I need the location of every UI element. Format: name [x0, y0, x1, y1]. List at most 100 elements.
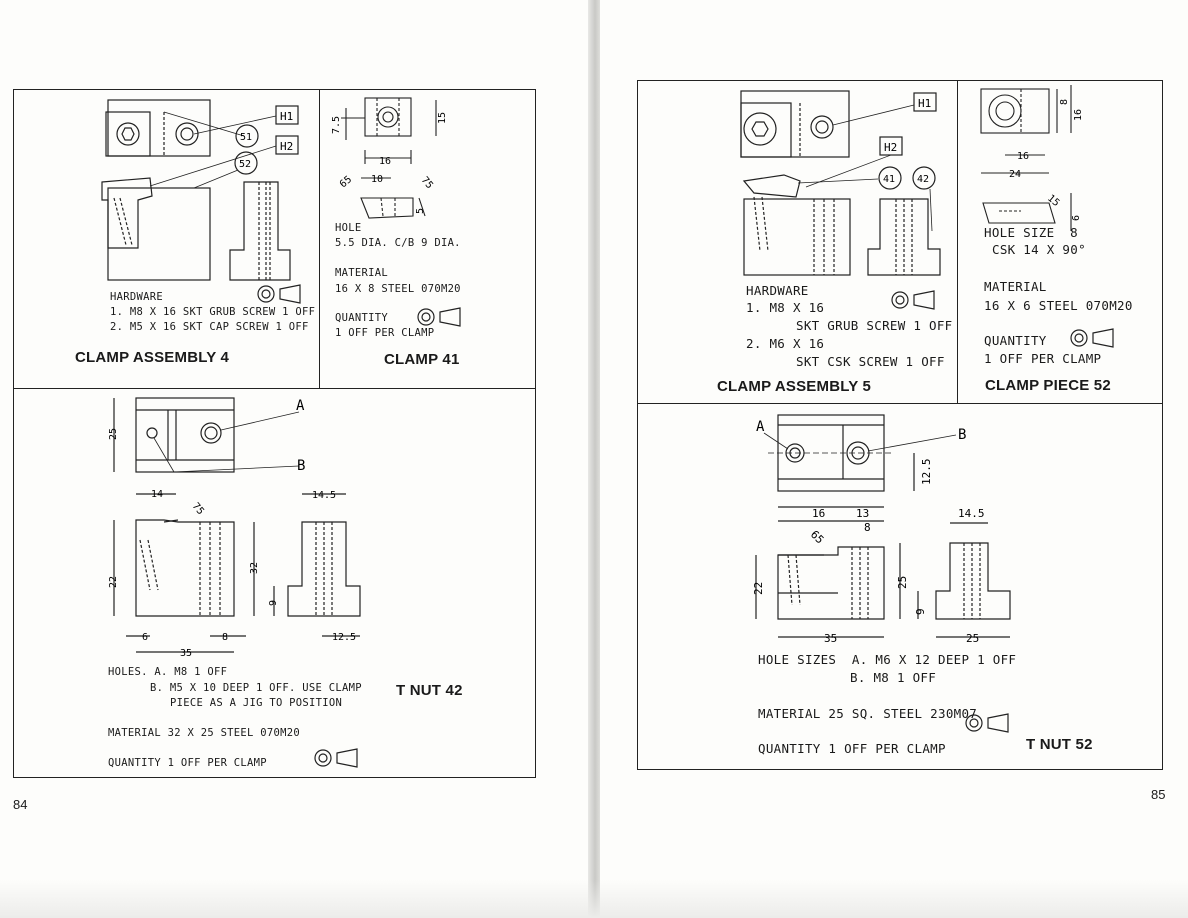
dim-35: 35	[180, 648, 192, 659]
clamp-assembly-5-hardware-heading: HARDWARE	[746, 283, 809, 298]
clamp-41-drawing: 7.5 15 16 10 65 75 5	[331, 97, 448, 219]
t-nut-52-quantity: QUANTITY 1 OFF PER CLAMP	[758, 741, 946, 756]
clamp-assembly-4-hardware-item: 1. M8 X 16 SKT GRUB SCREW 1 OFF	[110, 306, 316, 318]
t-nut-52-panel: A B 12.5 16 13 8 14.5 65 22 25 9 35 25 H…	[638, 405, 1162, 769]
dim-16: 16	[812, 507, 825, 520]
right-divider-horizontal	[637, 403, 1163, 404]
t-nut-52-hole-sizes-b: B. M8 1 OFF	[850, 670, 937, 685]
dim-16-v: 16	[1073, 109, 1084, 121]
projection-symbol-icon	[417, 307, 461, 327]
callout-h1: H1	[918, 97, 931, 110]
callout-h1: H1	[280, 110, 293, 123]
clamp-assembly-5-hardware-line: 1. M8 X 16	[746, 300, 825, 315]
clamp-41-quantity: 1 OFF PER CLAMP	[335, 327, 435, 339]
book-gutter	[588, 0, 602, 918]
clamp-assembly-4-title: CLAMP ASSEMBLY 4	[75, 349, 230, 366]
dim-25-v: 25	[896, 576, 909, 589]
dim-14-5: 14.5	[958, 507, 985, 520]
clamp-assembly-5-title: CLAMP ASSEMBLY 5	[717, 378, 872, 395]
left-divider-horizontal	[13, 388, 536, 389]
clamp-piece-52-csk: CSK 14 X 90°	[992, 242, 1086, 257]
clamp-assembly-5-hardware-line: 2. M6 X 16	[746, 336, 825, 351]
dim-32: 32	[249, 562, 260, 574]
projection-symbol-icon	[891, 290, 935, 310]
dim-13: 13	[856, 507, 869, 520]
clamp-assembly-5-drawing: H1 H2 41 42	[740, 90, 941, 276]
projection-symbol-icon	[965, 713, 1009, 733]
clamp-assembly-4-drawing: H1 H2 51 52	[101, 99, 299, 281]
clamp-41-hole-label: HOLE	[335, 222, 362, 234]
clamp-piece-52-quantity: 1 OFF PER CLAMP	[984, 351, 1102, 366]
t-nut-52-material: MATERIAL 25 SQ. STEEL 230M07	[758, 706, 978, 721]
t-nut-42-drawing: A B 25 14 75 14.5 22 32 9 6 8 35 12.5	[108, 397, 361, 659]
clamp-41-panel: 7.5 15 16 10 65 75 5 HOLE 5.5 DIA. C/B 9…	[321, 90, 535, 388]
dim-6: 6	[142, 632, 148, 643]
dim-5: 5	[415, 208, 426, 214]
t-nut-42-quantity: QUANTITY 1 OFF PER CLAMP	[108, 757, 267, 769]
page-bottom-shade	[0, 880, 1188, 918]
dim-75-angle: 75	[419, 175, 435, 191]
clamp-piece-52-panel: 8 16 16 24 15 6 HOLE SIZE 8 CSK 14 X 90°…	[959, 81, 1162, 403]
dim-15: 15	[437, 112, 448, 124]
dim-8: 8	[864, 521, 871, 534]
dim-7-5: 7.5	[331, 116, 342, 134]
dim-12-5: 12.5	[332, 632, 356, 643]
t-nut-42-holes-a: HOLES. A. M8 1 OFF	[108, 666, 228, 678]
clamp-41-material-heading: MATERIAL	[335, 267, 388, 279]
dim-22: 22	[752, 582, 765, 595]
dim-12-5: 12.5	[920, 459, 933, 486]
t-nut-42-title: T NUT 42	[396, 682, 463, 699]
dim-9: 9	[268, 600, 279, 606]
dim-10: 10	[371, 174, 383, 185]
projection-symbol-icon	[1070, 328, 1114, 348]
dim-14-5: 14.5	[312, 490, 336, 501]
dim-15-angle: 15	[1045, 193, 1061, 209]
clamp-assembly-4-hardware-heading: HARDWARE	[110, 291, 163, 303]
clamp-41-hole-spec: 5.5 DIA. C/B 9 DIA.	[335, 237, 461, 249]
clamp-piece-52-material: 16 X 6 STEEL 070M20	[984, 298, 1133, 313]
clamp-assembly-5-hardware-line: SKT CSK SCREW 1 OFF	[796, 354, 945, 369]
clamp-assembly-4-panel: H1 H2 51 52 HARDWARE 1. M8 X 16 SKT GRUB…	[14, 90, 319, 388]
t-nut-42-holes-b-cont: PIECE AS A JIG TO POSITION	[170, 697, 343, 709]
dim-8: 8	[1059, 99, 1070, 105]
dim-25: 25	[108, 428, 119, 440]
dim-6: 6	[1071, 215, 1082, 221]
clamp-piece-52-drawing: 8 16 16 24 15 6	[980, 85, 1084, 231]
dim-16-h: 16	[1017, 151, 1029, 162]
clamp-assembly-5-hardware-line: SKT GRUB SCREW 1 OFF	[796, 318, 953, 333]
clamp-piece-52-title: CLAMP PIECE 52	[985, 377, 1111, 394]
clamp-41-quantity-heading: QUANTITY	[335, 312, 388, 324]
label-b: B	[958, 427, 966, 443]
t-nut-52-drawing: A B 12.5 16 13 8 14.5 65 22 25 9 35 25	[752, 414, 1011, 645]
dim-65-angle: 65	[808, 528, 827, 547]
dim-8: 8	[222, 632, 228, 643]
page-number-left: 84	[13, 797, 28, 812]
right-page: H1 H2 41 42 HARDWARE 1. M8 X 16 SKT GRUB…	[600, 0, 1188, 918]
right-divider-vertical	[957, 80, 958, 404]
clamp-piece-52-hole-size: HOLE SIZE 8	[984, 225, 1078, 240]
projection-symbol-icon	[314, 748, 358, 768]
left-divider-vertical	[319, 89, 320, 389]
page-number-right: 85	[1151, 787, 1166, 802]
t-nut-52-title: T NUT 52	[1026, 736, 1093, 753]
dim-14: 14	[151, 489, 163, 500]
t-nut-42-panel: A B 25 14 75 14.5 22 32 9 6 8 35 12.5 HO…	[14, 390, 535, 776]
dim-25-h: 25	[966, 632, 979, 645]
callout-h2: H2	[884, 141, 897, 154]
clamp-41-material: 16 X 8 STEEL 070M20	[335, 283, 461, 295]
clamp-41-title: CLAMP 41	[384, 351, 460, 368]
clamp-assembly-5-panel: H1 H2 41 42 HARDWARE 1. M8 X 16 SKT GRUB…	[638, 81, 957, 403]
right-drawing-frame	[637, 80, 1163, 770]
dim-65-angle: 65	[338, 174, 354, 190]
label-a: A	[756, 419, 765, 435]
dim-16: 16	[379, 156, 391, 167]
dim-22: 22	[108, 576, 119, 588]
callout-42: 42	[917, 174, 929, 185]
callout-h2: H2	[280, 140, 293, 153]
left-drawing-frame	[13, 89, 536, 778]
clamp-piece-52-material-heading: MATERIAL	[984, 279, 1047, 294]
t-nut-42-holes-b: B. M5 X 10 DEEP 1 OFF. USE CLAMP	[150, 682, 362, 694]
dim-24: 24	[1009, 169, 1021, 180]
label-b: B	[297, 458, 305, 474]
callout-51: 51	[240, 132, 252, 143]
